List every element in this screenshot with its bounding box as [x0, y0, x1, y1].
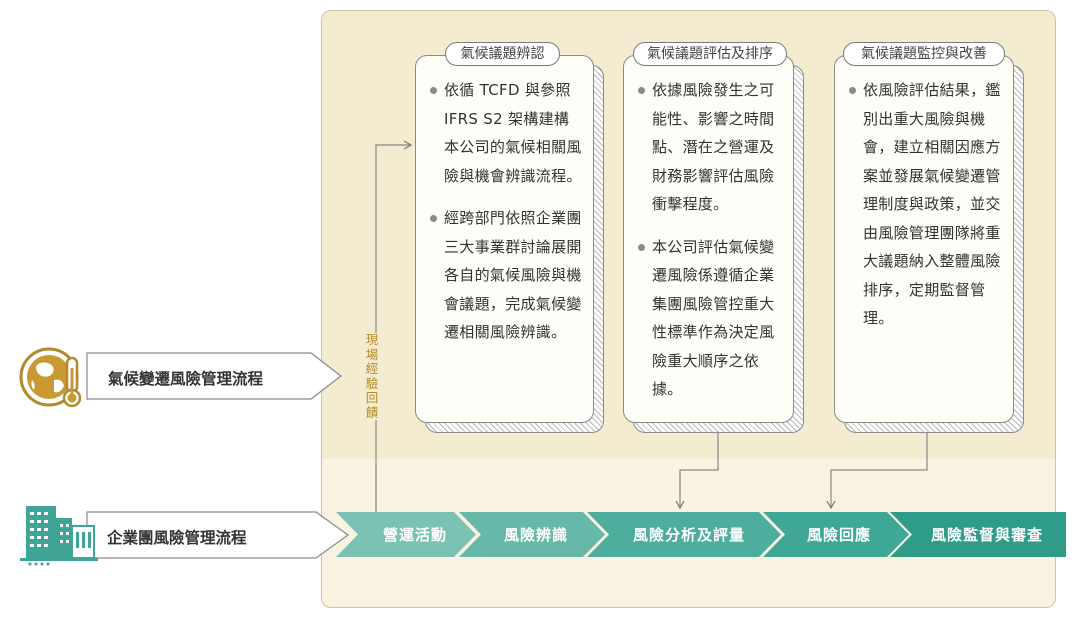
climate-process-label: 氣候變遷風險管理流程 — [108, 370, 264, 388]
card-monitor: 依風險評估結果，鑑別出重大風險與機會，建立相關因應方案並發展氣候變遷管理制度與政… — [834, 55, 1024, 433]
stage-risk-response: 風險回應 — [763, 512, 909, 557]
feedback-label: 現場經驗回饋 — [364, 332, 380, 420]
card-identify: 依循 TCFD 與參照 IFRS S2 架構建構本公司的氣候相關風險與機會辨識流… — [415, 55, 604, 433]
card-title-identify: 氣候議題辨認 — [445, 42, 560, 66]
globe-thermometer-icon — [19, 347, 82, 408]
card-title-assess: 氣候議題評估及排序 — [633, 42, 787, 66]
card-bullet: 依循 TCFD 與參照 IFRS S2 架構建構本公司的氣候相關風險與機會辨識流… — [430, 76, 583, 190]
card-title-monitor: 氣候議題監控與改善 — [843, 42, 1005, 66]
card-assess: 依據風險發生之可能性、影響之時間點、潛在之營運及財務影響評估風險衝擊程度。 本公… — [623, 55, 804, 433]
card-body: 依據風險發生之可能性、影響之時間點、潛在之營運及財務影響評估風險衝擊程度。 本公… — [623, 55, 794, 423]
building-icon — [20, 506, 98, 566]
stage-risk-identification: 風險辨識 — [459, 512, 605, 557]
stage-risk-analysis: 風險分析及評量 — [587, 512, 781, 557]
card-body: 依風險評估結果，鑑別出重大風險與機會，建立相關因應方案並發展氣候變遷管理制度與政… — [834, 55, 1014, 423]
card-bullet: 依風險評估結果，鑑別出重大風險與機會，建立相關因應方案並發展氣候變遷管理制度與政… — [849, 76, 1003, 333]
card-body: 依循 TCFD 與參照 IFRS S2 架構建構本公司的氣候相關風險與機會辨識流… — [415, 55, 594, 423]
stage-risk-monitoring: 風險監督與審查 — [890, 512, 1066, 557]
enterprise-process-label: 企業團風險管理流程 — [107, 529, 247, 547]
card-bullet: 本公司評估氣候變遷風險係遵循企業集團風險管控重大性標準作為決定風險重大順序之依據… — [638, 233, 783, 404]
card-bullet: 經跨部門依照企業團三大事業群討論展開各自的氣候風險與機會議題，完成氣候變遷相關風… — [430, 204, 583, 347]
climate-label-shape — [86, 352, 342, 400]
stage-operations: 營運活動 — [336, 512, 476, 557]
card-bullet: 依據風險發生之可能性、影響之時間點、潛在之營運及財務影響評估風險衝擊程度。 — [638, 76, 783, 219]
